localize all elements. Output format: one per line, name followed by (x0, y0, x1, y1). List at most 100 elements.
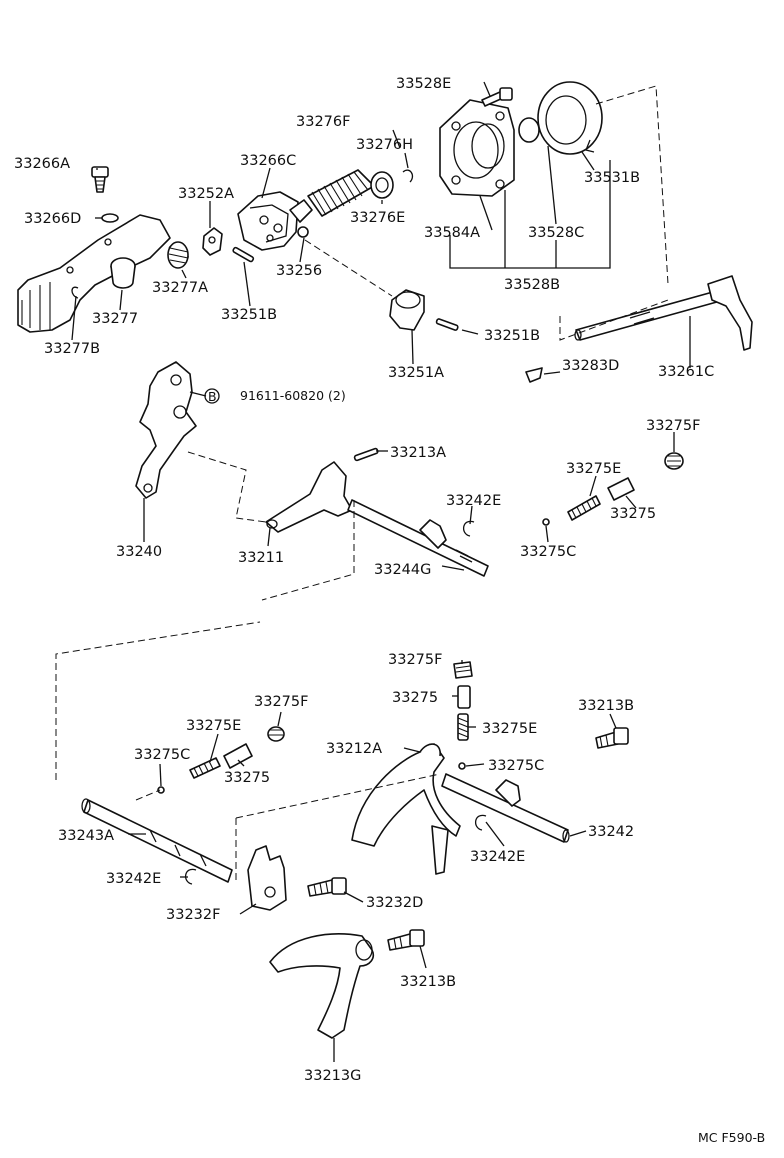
label-33242E-a: 33242E (446, 493, 501, 509)
ball-33275C-a (542, 518, 550, 526)
label-b: B (208, 389, 217, 404)
label-33283D: 33283D (562, 358, 619, 374)
plug-33275F-b (267, 726, 285, 742)
label-33275E-a: 33275E (566, 461, 621, 477)
sleeve-33276E (370, 171, 394, 199)
retainer-33584A (439, 99, 515, 197)
label-33266A: 33266A (14, 156, 70, 172)
pin-33275-a (607, 477, 635, 501)
housing-33266C (237, 191, 299, 251)
spring-33275E-a (567, 495, 601, 521)
label-33232F: 33232F (166, 907, 220, 923)
block-33252A (202, 227, 223, 256)
label-33256: 33256 (276, 263, 322, 279)
label-33277B: 33277B (44, 341, 100, 357)
pin-33213A (353, 447, 379, 462)
bolt-33266A (91, 166, 109, 193)
pin-33256 (289, 199, 313, 238)
label-33243A: 33243A (58, 828, 114, 844)
spring-33275E-c (457, 713, 469, 741)
lever-33240 (135, 361, 197, 499)
label-33531B: 33531B (584, 170, 640, 186)
pin-33275-b (223, 743, 253, 769)
bushing-33277 (110, 257, 136, 289)
ball-33275C-c (458, 762, 466, 770)
label-33251B-a: 33251B (221, 307, 277, 323)
label-33275F-b: 33275F (388, 652, 442, 668)
label-33275-c: 33275 (224, 770, 270, 786)
bolt-33528E (481, 87, 513, 107)
label-33213A: 33213A (390, 445, 446, 461)
b-circle-icon (204, 388, 220, 404)
shaft-33243A (81, 798, 233, 883)
bolt-33232D (307, 877, 347, 897)
label-33266C: 33266C (240, 153, 296, 169)
label-33213B-a: 33213B (578, 698, 634, 714)
label-33276H: 33276H (356, 137, 413, 153)
label-33275C-c: 33275C (488, 758, 544, 774)
label-33277A: 33277A (152, 280, 208, 296)
label-33251A: 33251A (388, 365, 444, 381)
dashed-lines (55, 85, 669, 880)
label-33213B-b: 33213B (400, 974, 456, 990)
clip-33276H (402, 169, 414, 183)
bolt-33213B-b (387, 929, 425, 951)
label-33211: 33211 (238, 550, 284, 566)
clip-33242E-a (463, 520, 475, 537)
shaft-33242 (441, 773, 570, 843)
label-33242E-b: 33242E (470, 849, 525, 865)
leader-lines (71, 81, 691, 1062)
clip-33242E-b (185, 868, 197, 885)
pin-33251B-b (435, 318, 459, 331)
label-91611: 91611-60820 (2) (240, 388, 346, 403)
label-33252A: 33252A (178, 186, 234, 202)
labels: 33528E 33276F 33276H 33266C 33266A 33252… (14, 76, 765, 1145)
cover-33531B (537, 81, 603, 155)
label-33276F: 33276F (296, 114, 350, 130)
clip-33242E-c (475, 814, 487, 831)
plug-33275F-a (664, 452, 684, 470)
fork-33213G (269, 933, 375, 1039)
label-33242E-c: 33242E (106, 871, 161, 887)
label-33584A: 33584A (424, 225, 480, 241)
shaft-33261C (574, 275, 753, 351)
spring-33275E-b (189, 757, 221, 779)
label-33276E: 33276E (350, 210, 405, 226)
clevis-33251A (389, 289, 425, 331)
plug-33275F-c (453, 661, 473, 679)
diagram-code: MC F590-B (698, 1130, 765, 1145)
label-33275F-a: 33275F (646, 418, 700, 434)
ball-33275C-b (157, 786, 165, 794)
bracket-33232F (247, 845, 287, 911)
label-33261C: 33261C (658, 364, 714, 380)
label-33275E-b: 33275E (186, 718, 241, 734)
washer-33266D (101, 213, 119, 223)
label-33213G: 33213G (304, 1068, 361, 1084)
label-33275-b: 33275 (392, 690, 438, 706)
label-33242: 33242 (588, 824, 634, 840)
fork-33212A (351, 743, 461, 875)
pin-33251B-a (232, 246, 255, 263)
label-33275C-a: 33275C (520, 544, 576, 560)
label-33266D: 33266D (24, 211, 81, 227)
label-33240: 33240 (116, 544, 162, 560)
bolt-33213B-a (595, 727, 629, 749)
pin-33275-c (457, 685, 471, 709)
label-33244G: 33244G (374, 562, 431, 578)
spring-33277A (167, 241, 189, 269)
label-33275F-c: 33275F (254, 694, 308, 710)
lever-33211 (265, 461, 353, 533)
oring-33528C (518, 117, 540, 143)
label-33275E-c: 33275E (482, 721, 537, 737)
shaft-33244G (347, 499, 489, 577)
label-33528B: 33528B (504, 277, 560, 293)
label-33277: 33277 (92, 311, 138, 327)
label-33275C-b: 33275C (134, 747, 190, 763)
label-33232D: 33232D (366, 895, 423, 911)
label-33528C: 33528C (528, 225, 584, 241)
label-33275-a: 33275 (610, 506, 656, 522)
label-33251B-b: 33251B (484, 328, 540, 344)
label-33212A: 33212A (326, 741, 382, 757)
screw-33283D (525, 367, 543, 383)
